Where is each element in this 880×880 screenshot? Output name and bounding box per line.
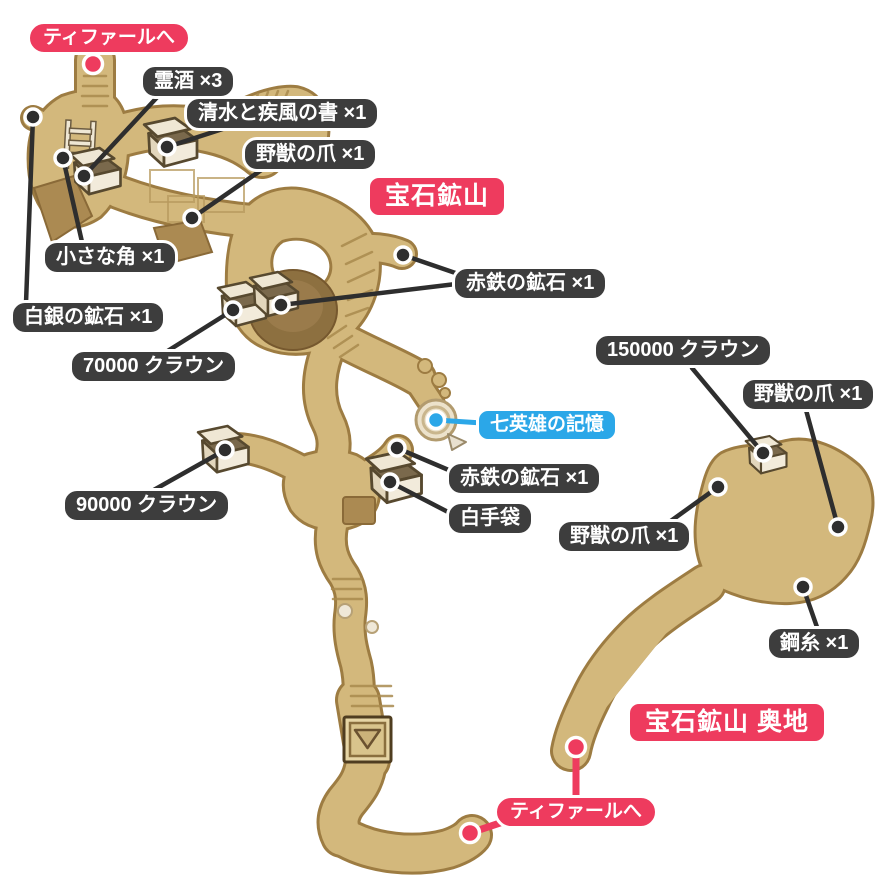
- connector-lines: [23, 89, 841, 633]
- item-label-koshi: 鋼糸 ×1: [766, 626, 863, 661]
- item-label-akatetsu-1: 赤鉄の鉱石 ×1: [452, 266, 609, 301]
- item-label-crown-70000: 70000 クラウン: [69, 349, 239, 384]
- item-label-shirotebukuro: 白手袋: [446, 501, 534, 536]
- exit-label-tifal-top: ティファールへ: [27, 21, 191, 55]
- item-label-yaju-mid: 野獣の爪 ×1: [556, 519, 693, 554]
- item-label-seisui: 清水と疾風の書 ×1: [184, 96, 381, 131]
- item-label-hakugin: 白銀の鉱石 ×1: [10, 300, 167, 335]
- item-label-chiisana: 小さな角 ×1: [42, 240, 179, 275]
- item-label-yaju-right: 野獣の爪 ×1: [740, 377, 877, 412]
- area-label-inner: 宝石鉱山 奥地: [630, 704, 824, 742]
- item-label-crown-90000: 90000 クラウン: [62, 488, 232, 523]
- item-label-akatetsu-2: 赤鉄の鉱石 ×1: [446, 461, 603, 496]
- connector-dots: [23, 52, 848, 845]
- crystal-bumps: [337, 358, 451, 634]
- item-label-reishu: 霊酒 ×3: [140, 64, 237, 99]
- item-label-yaju-top: 野獣の爪 ×1: [242, 137, 379, 172]
- elevator-icon: [342, 715, 393, 764]
- exit-label-tifal-bottom: ティファールへ: [494, 795, 658, 829]
- item-label-crown-150000: 150000 クラウン: [593, 333, 774, 368]
- memory-label-seven-heroes: 七英雄の記憶: [476, 408, 619, 442]
- area-label-main: 宝石鉱山: [370, 178, 505, 216]
